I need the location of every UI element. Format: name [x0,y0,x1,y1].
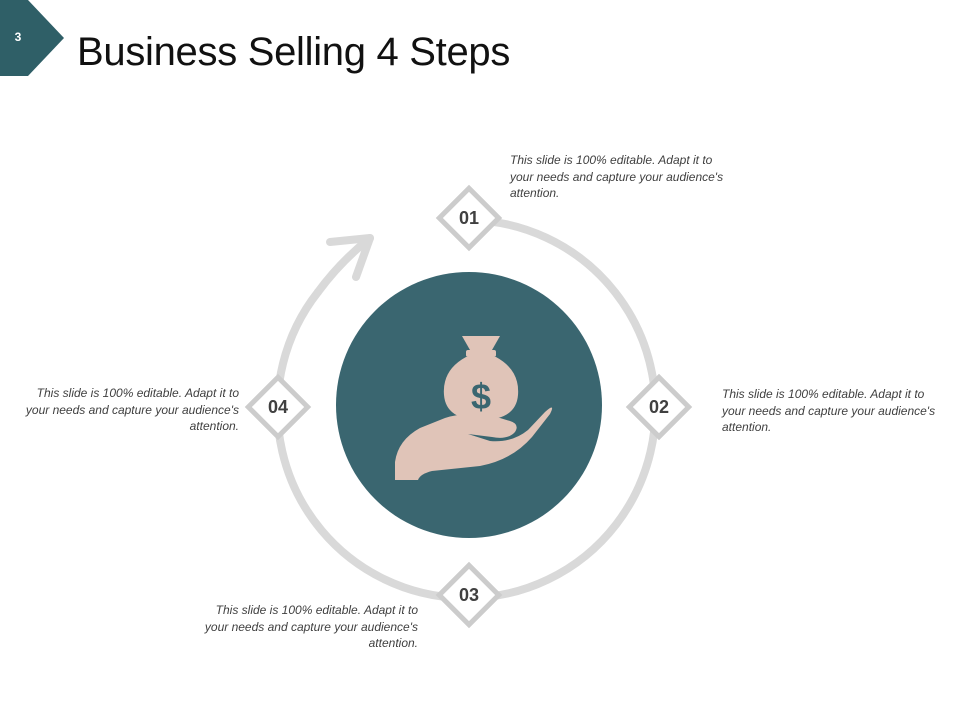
cycle-arrow-shaft [314,234,374,296]
step-number-01: 01 [458,208,480,228]
step-description-03: This slide is 100% editable. Adapt it to… [204,603,418,650]
page-title: Business Selling 4 Steps [77,30,511,74]
cycle-ring [273,216,660,602]
step-description-04: This slide is 100% editable. Adapt it to… [25,386,239,433]
slide-number: 3 [14,30,22,44]
slide-number-badge [0,0,64,76]
step-number-04: 04 [267,397,289,417]
dollar-sign: $ [471,376,491,417]
step-diamond-02 [625,373,693,441]
step-description-01: This slide is 100% editable. Adapt it to… [510,153,724,200]
step-diamond-01 [435,184,503,252]
money-bag-in-hand-icon [395,336,553,480]
step-description-02: This slide is 100% editable. Adapt it to… [722,387,936,434]
step-diamond-03 [435,561,503,629]
step-number-03: 03 [458,585,480,605]
step-number-02: 02 [648,397,670,417]
step-diamond-04 [244,373,312,441]
